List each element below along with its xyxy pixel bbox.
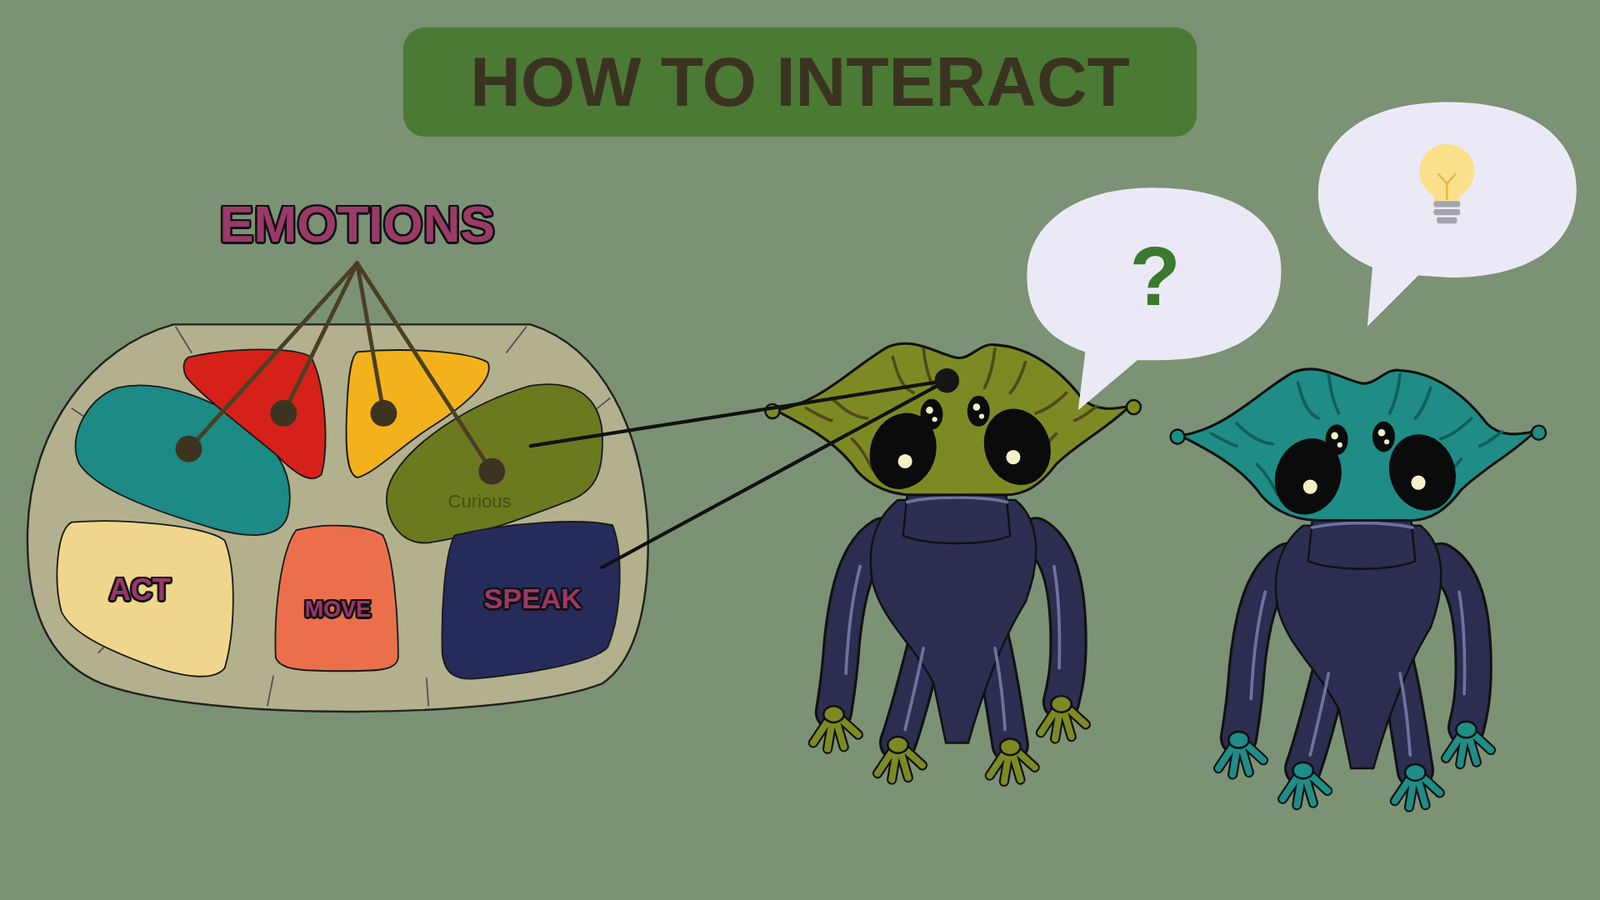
emotion-region <box>184 349 326 479</box>
node-label: Curious <box>448 491 512 512</box>
node-shape <box>275 525 398 672</box>
alien-figure <box>1170 369 1546 808</box>
node-shape <box>56 521 233 678</box>
group-label: EMOTIONS <box>219 195 495 253</box>
action-region: SPEAK <box>439 515 625 684</box>
action-region: ACT <box>53 515 240 684</box>
title-text: HOW TO INTERACT <box>470 43 1130 120</box>
node-shape <box>1027 187 1282 410</box>
alien-figure <box>765 343 1141 782</box>
title-banner: HOW TO INTERACT <box>403 27 1198 137</box>
node-shape <box>386 384 603 543</box>
node-label: ? <box>1130 230 1181 322</box>
node-shape <box>441 521 620 680</box>
node-label: MOVE <box>305 597 372 623</box>
speech-bubble: ? <box>1020 181 1288 417</box>
brain-dot <box>935 368 960 393</box>
node-label: ACT <box>109 573 171 607</box>
node-label: SPEAK <box>484 583 582 615</box>
brain-panel <box>27 324 649 712</box>
idea-bubble <box>1318 101 1577 326</box>
label-holder: EMOTIONS <box>219 195 495 253</box>
action-region: MOVE <box>271 520 403 675</box>
